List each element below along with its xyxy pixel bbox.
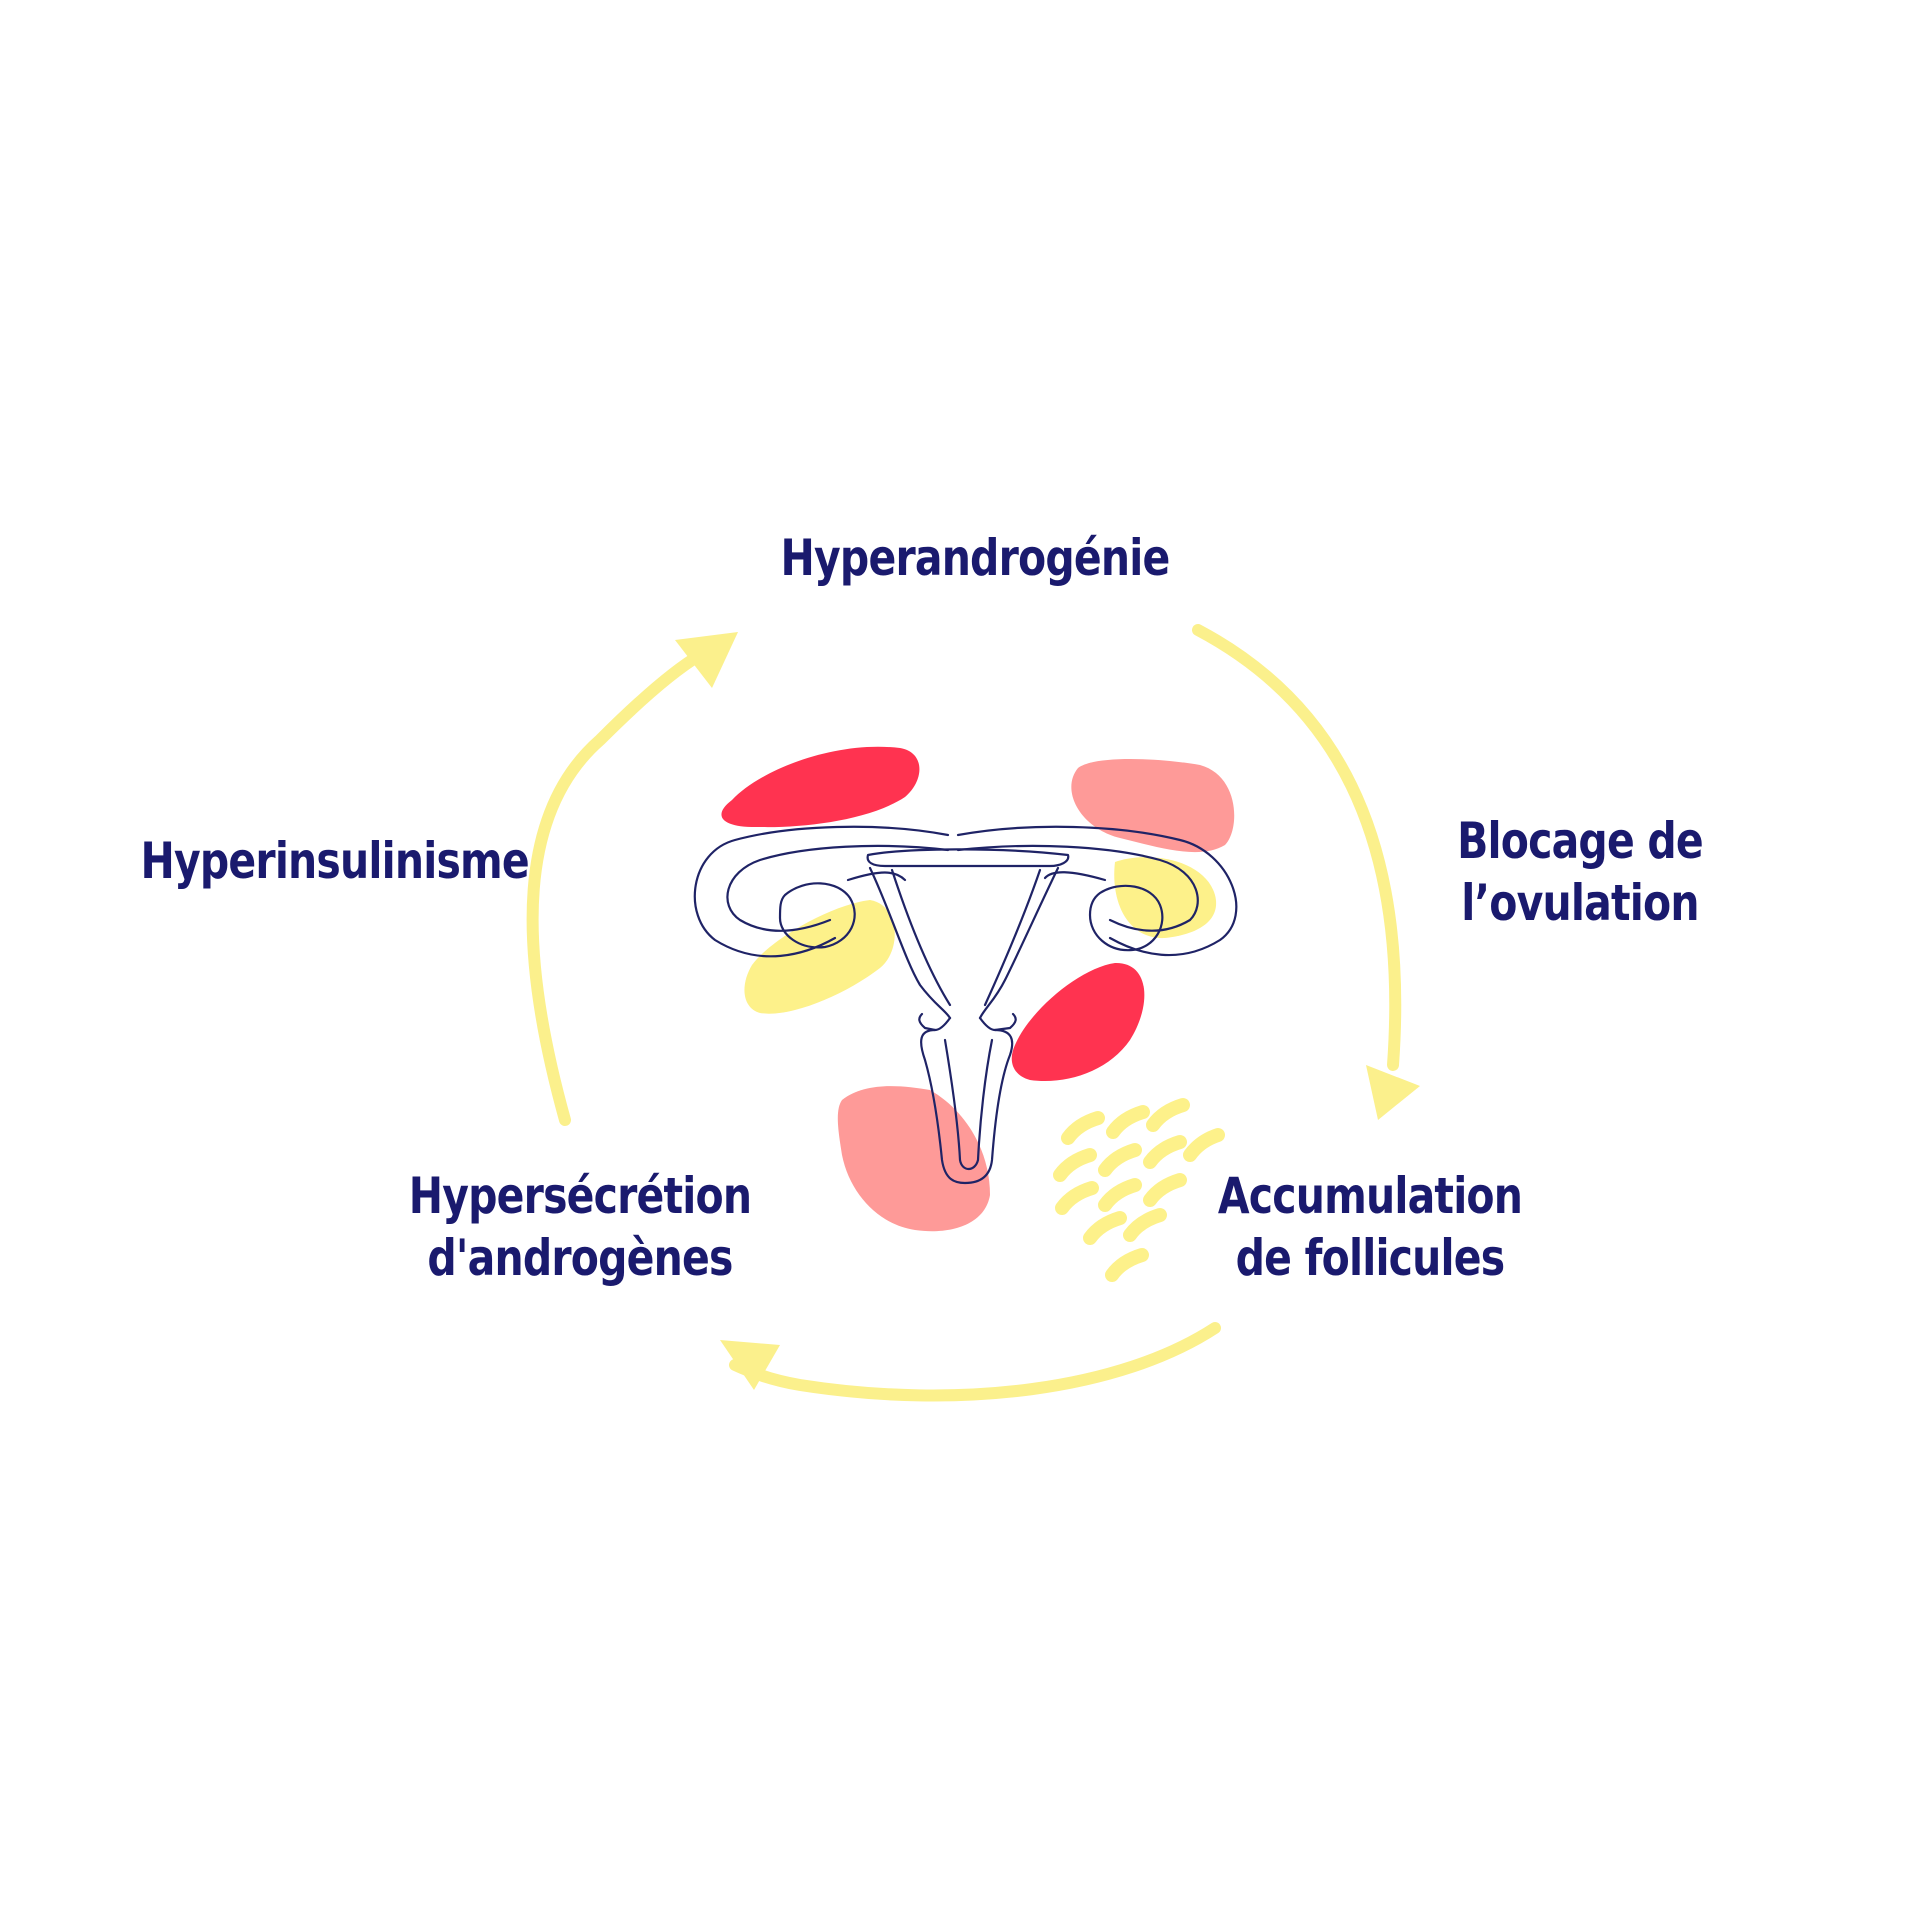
dash [1060,1155,1090,1175]
label-blocage-ovulation: Blocage de l’ovulation [1432,810,1727,934]
label-line: Blocage de [1432,810,1727,872]
dash [1130,1215,1160,1235]
blob-yellow-right [1114,857,1216,938]
dash [1105,1150,1135,1170]
label-hyperandrogenie: Hyperandrogénie [774,527,1176,589]
dash [1068,1118,1098,1138]
arrow-right-down [1198,630,1395,1065]
blob-pink-top-right [1071,759,1234,852]
label-hypersecretion-androgenes: Hypersécrétion d'androgènes [408,1165,752,1289]
arrow-left-up [533,655,700,1120]
arrowhead-right [1366,1065,1420,1120]
dash [1105,1185,1135,1205]
label-accumulation-follicules: Accumulation de follicules [1214,1165,1526,1289]
dash [1090,1218,1120,1238]
blob-pink-bottom-left [838,1086,990,1231]
blob-red-middle-right [1012,963,1145,1081]
dash [1112,1255,1142,1275]
dash [1113,1112,1143,1132]
label-line: d'androgènes [408,1227,752,1289]
label-line: l’ovulation [1432,872,1727,934]
label-hyperinsulinisme: Hyperinsulinisme [141,830,510,892]
dash [1062,1188,1092,1208]
follicle-dashes [1060,1105,1218,1275]
arrow-bottom-left [735,1328,1215,1395]
label-line: de follicules [1214,1227,1526,1289]
dash [1153,1105,1183,1125]
blob-red-top-left [721,747,919,827]
dash [1150,1142,1180,1162]
label-line: Accumulation [1214,1165,1526,1227]
dash [1150,1180,1180,1200]
label-line: Hypersécrétion [408,1165,752,1227]
dash [1190,1135,1218,1155]
